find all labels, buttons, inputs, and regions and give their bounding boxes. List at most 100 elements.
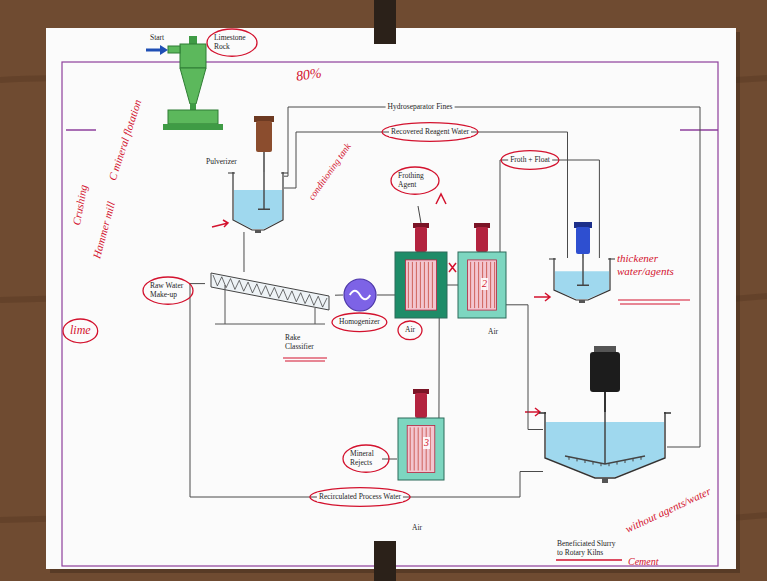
- stream-label: Limestone Rock: [214, 34, 250, 51]
- cyclone-body: [180, 44, 206, 68]
- equipment-label: Air: [412, 524, 422, 533]
- hand-circle: [332, 313, 387, 332]
- process-line: [284, 107, 700, 447]
- aerator-frame: [468, 260, 497, 310]
- slide-rule: [66, 129, 96, 131]
- handwritten-note: 2: [481, 278, 488, 290]
- hand-circle: [501, 151, 559, 170]
- hand-circle: [310, 488, 410, 507]
- hand-arrow: [525, 408, 540, 416]
- hand-arrow: [212, 220, 228, 227]
- slide-rule: [680, 129, 718, 131]
- handwritten-note: 3: [423, 437, 430, 449]
- classifier-screw: [213, 275, 327, 307]
- process-line: [335, 295, 343, 296]
- classifier-trough: [211, 273, 329, 310]
- cell-body: [458, 252, 506, 318]
- clarifier-rake: [565, 412, 645, 464]
- mill-base: [163, 124, 223, 130]
- start-arrow: [146, 49, 161, 52]
- aerator-bars: [471, 262, 495, 308]
- hand-circle: [398, 321, 422, 340]
- thickener-tank-outline: [553, 258, 611, 302]
- agitator-shaft: [604, 392, 606, 412]
- binder-clip: [374, 0, 396, 44]
- aerator-frame: [407, 425, 435, 472]
- equipment-label: Homogenizer: [339, 318, 380, 327]
- pump-body: [344, 279, 376, 311]
- process-line: [377, 294, 395, 295]
- equipment-label: Beneficiated Slurry to Rotary Kilns: [557, 540, 623, 557]
- mill-body: [168, 110, 218, 124]
- process-line: [500, 160, 599, 258]
- equipment-label: Air: [405, 326, 415, 335]
- flotation-cell: Air: [395, 252, 447, 318]
- stream-label: Frothing Agent: [398, 172, 432, 189]
- cell-motor: [415, 227, 427, 252]
- handwritten-note: 80%: [295, 65, 323, 85]
- stream-label: Froth + Float: [508, 156, 552, 165]
- handwritten-note: without agents/water: [623, 485, 712, 536]
- cyclone-cone: [180, 68, 206, 104]
- process-line: [284, 132, 568, 258]
- stream-label: Recovered Reagent Water: [389, 128, 471, 137]
- hand-circle: [343, 445, 389, 472]
- rake-teeth: [569, 457, 641, 466]
- equipment-label: Rake Classifier: [285, 334, 330, 351]
- homogenizer-pump: Homogenizer: [343, 278, 377, 312]
- homogenizer-pump-outline: [343, 278, 377, 312]
- pulverizer-tank-outline: [232, 172, 284, 232]
- hand-circle: [63, 319, 98, 343]
- clarifier-tank: Beneficiated Slurry to Rotary Kilns: [543, 412, 667, 482]
- binder-clip: [374, 541, 396, 581]
- handwritten-note: lime: [70, 324, 91, 338]
- cell-motor: [415, 393, 427, 418]
- thickener-tank: thickener water/agents: [553, 258, 611, 302]
- agitator-motor: [256, 121, 272, 152]
- process-line: [438, 318, 439, 418]
- agitator-shaft: [258, 172, 270, 209]
- handwritten-note: Hammer mill: [90, 200, 117, 260]
- hand-circle: [382, 123, 478, 142]
- hand-caret: [436, 194, 446, 204]
- flotation-cell-outline: [398, 418, 444, 480]
- process-line: [506, 305, 543, 430]
- equipment-label: Pulverizer: [206, 158, 237, 167]
- agitator-shaft: [263, 152, 265, 172]
- cell-motor: [476, 227, 488, 252]
- hand-arrow: [534, 293, 550, 301]
- cell-body: [398, 418, 444, 480]
- flotation-cell-outline: [395, 252, 447, 318]
- hand-circle: [391, 167, 439, 194]
- stream-label: Start: [150, 34, 164, 43]
- tank-wall: [549, 258, 615, 300]
- handwritten-note: Crushing: [70, 184, 90, 227]
- tank-outlet: [255, 230, 261, 233]
- aerator-bars: [410, 427, 430, 470]
- clarifier-motor: [590, 352, 620, 392]
- handwritten-note: conditioning tank: [306, 142, 353, 203]
- flotation-cell: Air: [398, 418, 444, 480]
- hand-cross: [449, 263, 456, 272]
- process-line: [243, 232, 244, 272]
- slide-frame: [62, 62, 718, 566]
- thickener-motor: [576, 227, 590, 254]
- process-line: [447, 285, 458, 286]
- rake-classifier-outline: [205, 272, 335, 330]
- handwritten-note: C mineral flotation: [106, 98, 144, 182]
- classifier-stand: [215, 285, 325, 324]
- cell-body: [395, 252, 447, 318]
- clarifier-tank-outline: [543, 412, 667, 482]
- slide-sheet: [46, 28, 736, 569]
- hand-circle: [207, 29, 257, 56]
- hand-underline: [618, 300, 690, 304]
- handwritten-note: Cement: [628, 556, 659, 568]
- agitator-shaft: [577, 258, 589, 285]
- hand-underline: [283, 358, 327, 361]
- agitator-shaft: [582, 254, 584, 258]
- equipment-label: Air: [488, 328, 498, 337]
- leader-line: [418, 206, 421, 223]
